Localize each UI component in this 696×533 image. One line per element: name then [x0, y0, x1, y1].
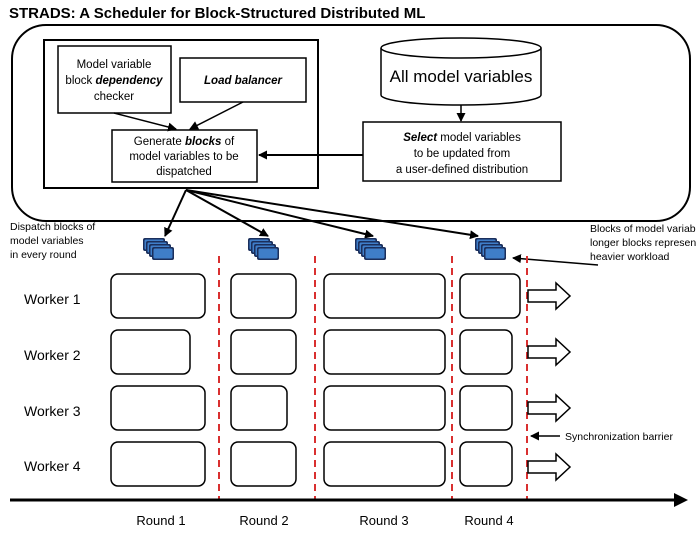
select-variables-box — [362, 121, 562, 182]
worker-2-blocks — [110, 329, 513, 375]
output-arrows — [527, 281, 572, 482]
worker-label-3: Worker 3 — [24, 403, 81, 419]
scheduler-left-panel — [43, 39, 319, 189]
select-line3: a user-defined distribution — [396, 164, 528, 176]
worker-4-blocks — [110, 441, 513, 487]
diagram-title: STRADS: A Scheduler for Block-Structured… — [9, 5, 425, 22]
generate-blocks-box — [111, 129, 258, 183]
dependency-checker-line1: Model variable — [77, 59, 152, 71]
dispatch-note-line2: model variables — [10, 235, 84, 247]
generate-blocks-line3: dispatched — [156, 166, 212, 178]
generate-blocks-line2: model variables to be — [129, 151, 238, 163]
dependency-checker-box — [57, 45, 172, 114]
generate-blocks-line1: Generate blocks of — [134, 136, 235, 148]
dependency-checker-line3: checker — [94, 91, 134, 103]
round-label-2: Round 2 — [239, 513, 288, 528]
dependency-checker-line2: block dependency — [65, 75, 163, 87]
dispatch-note-line1: Dispatch blocks of — [10, 221, 95, 233]
synchronization-barriers — [218, 256, 528, 499]
block-stack-icon — [355, 238, 386, 260]
scheduler-container — [11, 24, 691, 222]
block-stack-icon — [475, 238, 506, 260]
round-label-3: Round 3 — [359, 513, 408, 528]
dispatch-note-line3: in every round — [10, 249, 77, 261]
worker-3-blocks — [110, 385, 513, 431]
all-model-variables-cylinder — [380, 37, 542, 106]
round-label-1: Round 1 — [136, 513, 185, 528]
load-balancer-label: Load balancer — [204, 75, 282, 87]
worker-label-2: Worker 2 — [24, 347, 81, 363]
block-stack-icon — [143, 238, 174, 260]
all-model-variables-label: All model variables — [390, 67, 533, 86]
round-label-4: Round 4 — [464, 513, 513, 528]
dispatch-arrows — [164, 189, 479, 240]
blocks-note-line1: Blocks of model variables; — [590, 223, 696, 235]
blocks-note-line3: heavier workload — [590, 251, 670, 263]
blocks-note-arrow — [512, 254, 599, 266]
sync-barrier-label: Synchronization barrier — [565, 431, 673, 443]
balancer-to-generate-arrow — [189, 101, 244, 130]
worker-label-1: Worker 1 — [24, 291, 81, 307]
dependency-to-generate-arrow — [113, 112, 177, 132]
time-axis-arrowhead — [674, 493, 688, 507]
worker-1-blocks — [110, 273, 521, 319]
blocks-note-line2: longer blocks represent — [590, 237, 696, 249]
select-line2: to be updated from — [414, 148, 511, 160]
worker-label-4: Worker 4 — [24, 458, 81, 474]
select-line1: Select model variables — [403, 132, 521, 144]
block-stack-icon — [248, 238, 279, 260]
